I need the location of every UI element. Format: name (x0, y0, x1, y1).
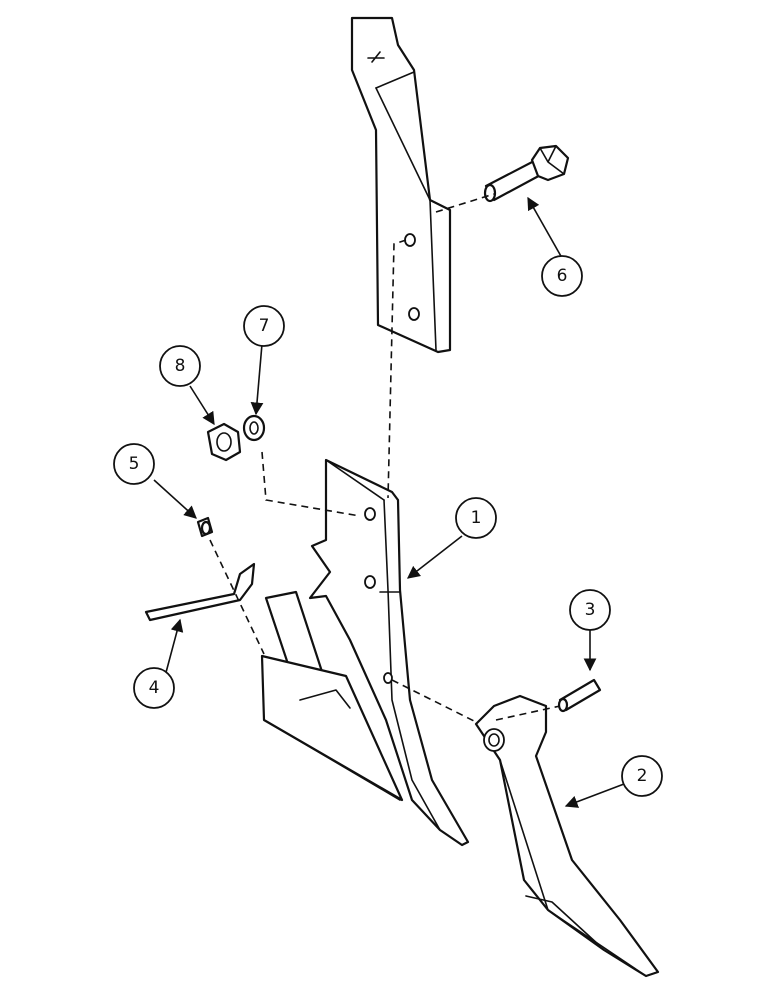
standard-shank (350, 16, 452, 354)
strap (144, 562, 256, 622)
holder-hole-middle (364, 575, 376, 589)
callout-5: 5 (113, 443, 155, 485)
svg-text:5: 5 (129, 454, 140, 474)
small-bolt (196, 516, 214, 538)
leader-lines (153, 196, 625, 808)
assembly-lines (209, 193, 561, 723)
holder-hole-top (364, 507, 376, 521)
callout-3: 3 (569, 589, 611, 631)
callout-1: 1 (455, 497, 497, 539)
standard-hole-upper (404, 233, 416, 247)
callout-8: 8 (159, 345, 201, 387)
shank-holder (308, 458, 470, 847)
standard-hole-lower (408, 307, 420, 321)
svg-text:2: 2 (637, 766, 648, 786)
shovel-point (474, 694, 660, 978)
callout-2: 2 (621, 755, 663, 797)
bolt (483, 144, 570, 203)
svg-text:8: 8 (175, 356, 186, 376)
svg-text:6: 6 (557, 266, 568, 286)
pin (557, 678, 602, 713)
svg-text:1: 1 (471, 508, 482, 528)
lock-washer (242, 414, 266, 442)
nut (206, 422, 242, 462)
holder-hole-bottom (383, 672, 393, 684)
point-pin-hole (483, 728, 505, 752)
svg-text:3: 3 (585, 600, 596, 620)
svg-text:7: 7 (259, 316, 270, 336)
shield-bracket (260, 590, 404, 802)
callout-4: 4 (133, 667, 175, 709)
callout-6: 6 (541, 255, 583, 297)
svg-text:4: 4 (149, 678, 160, 698)
callout-7: 7 (243, 305, 285, 347)
